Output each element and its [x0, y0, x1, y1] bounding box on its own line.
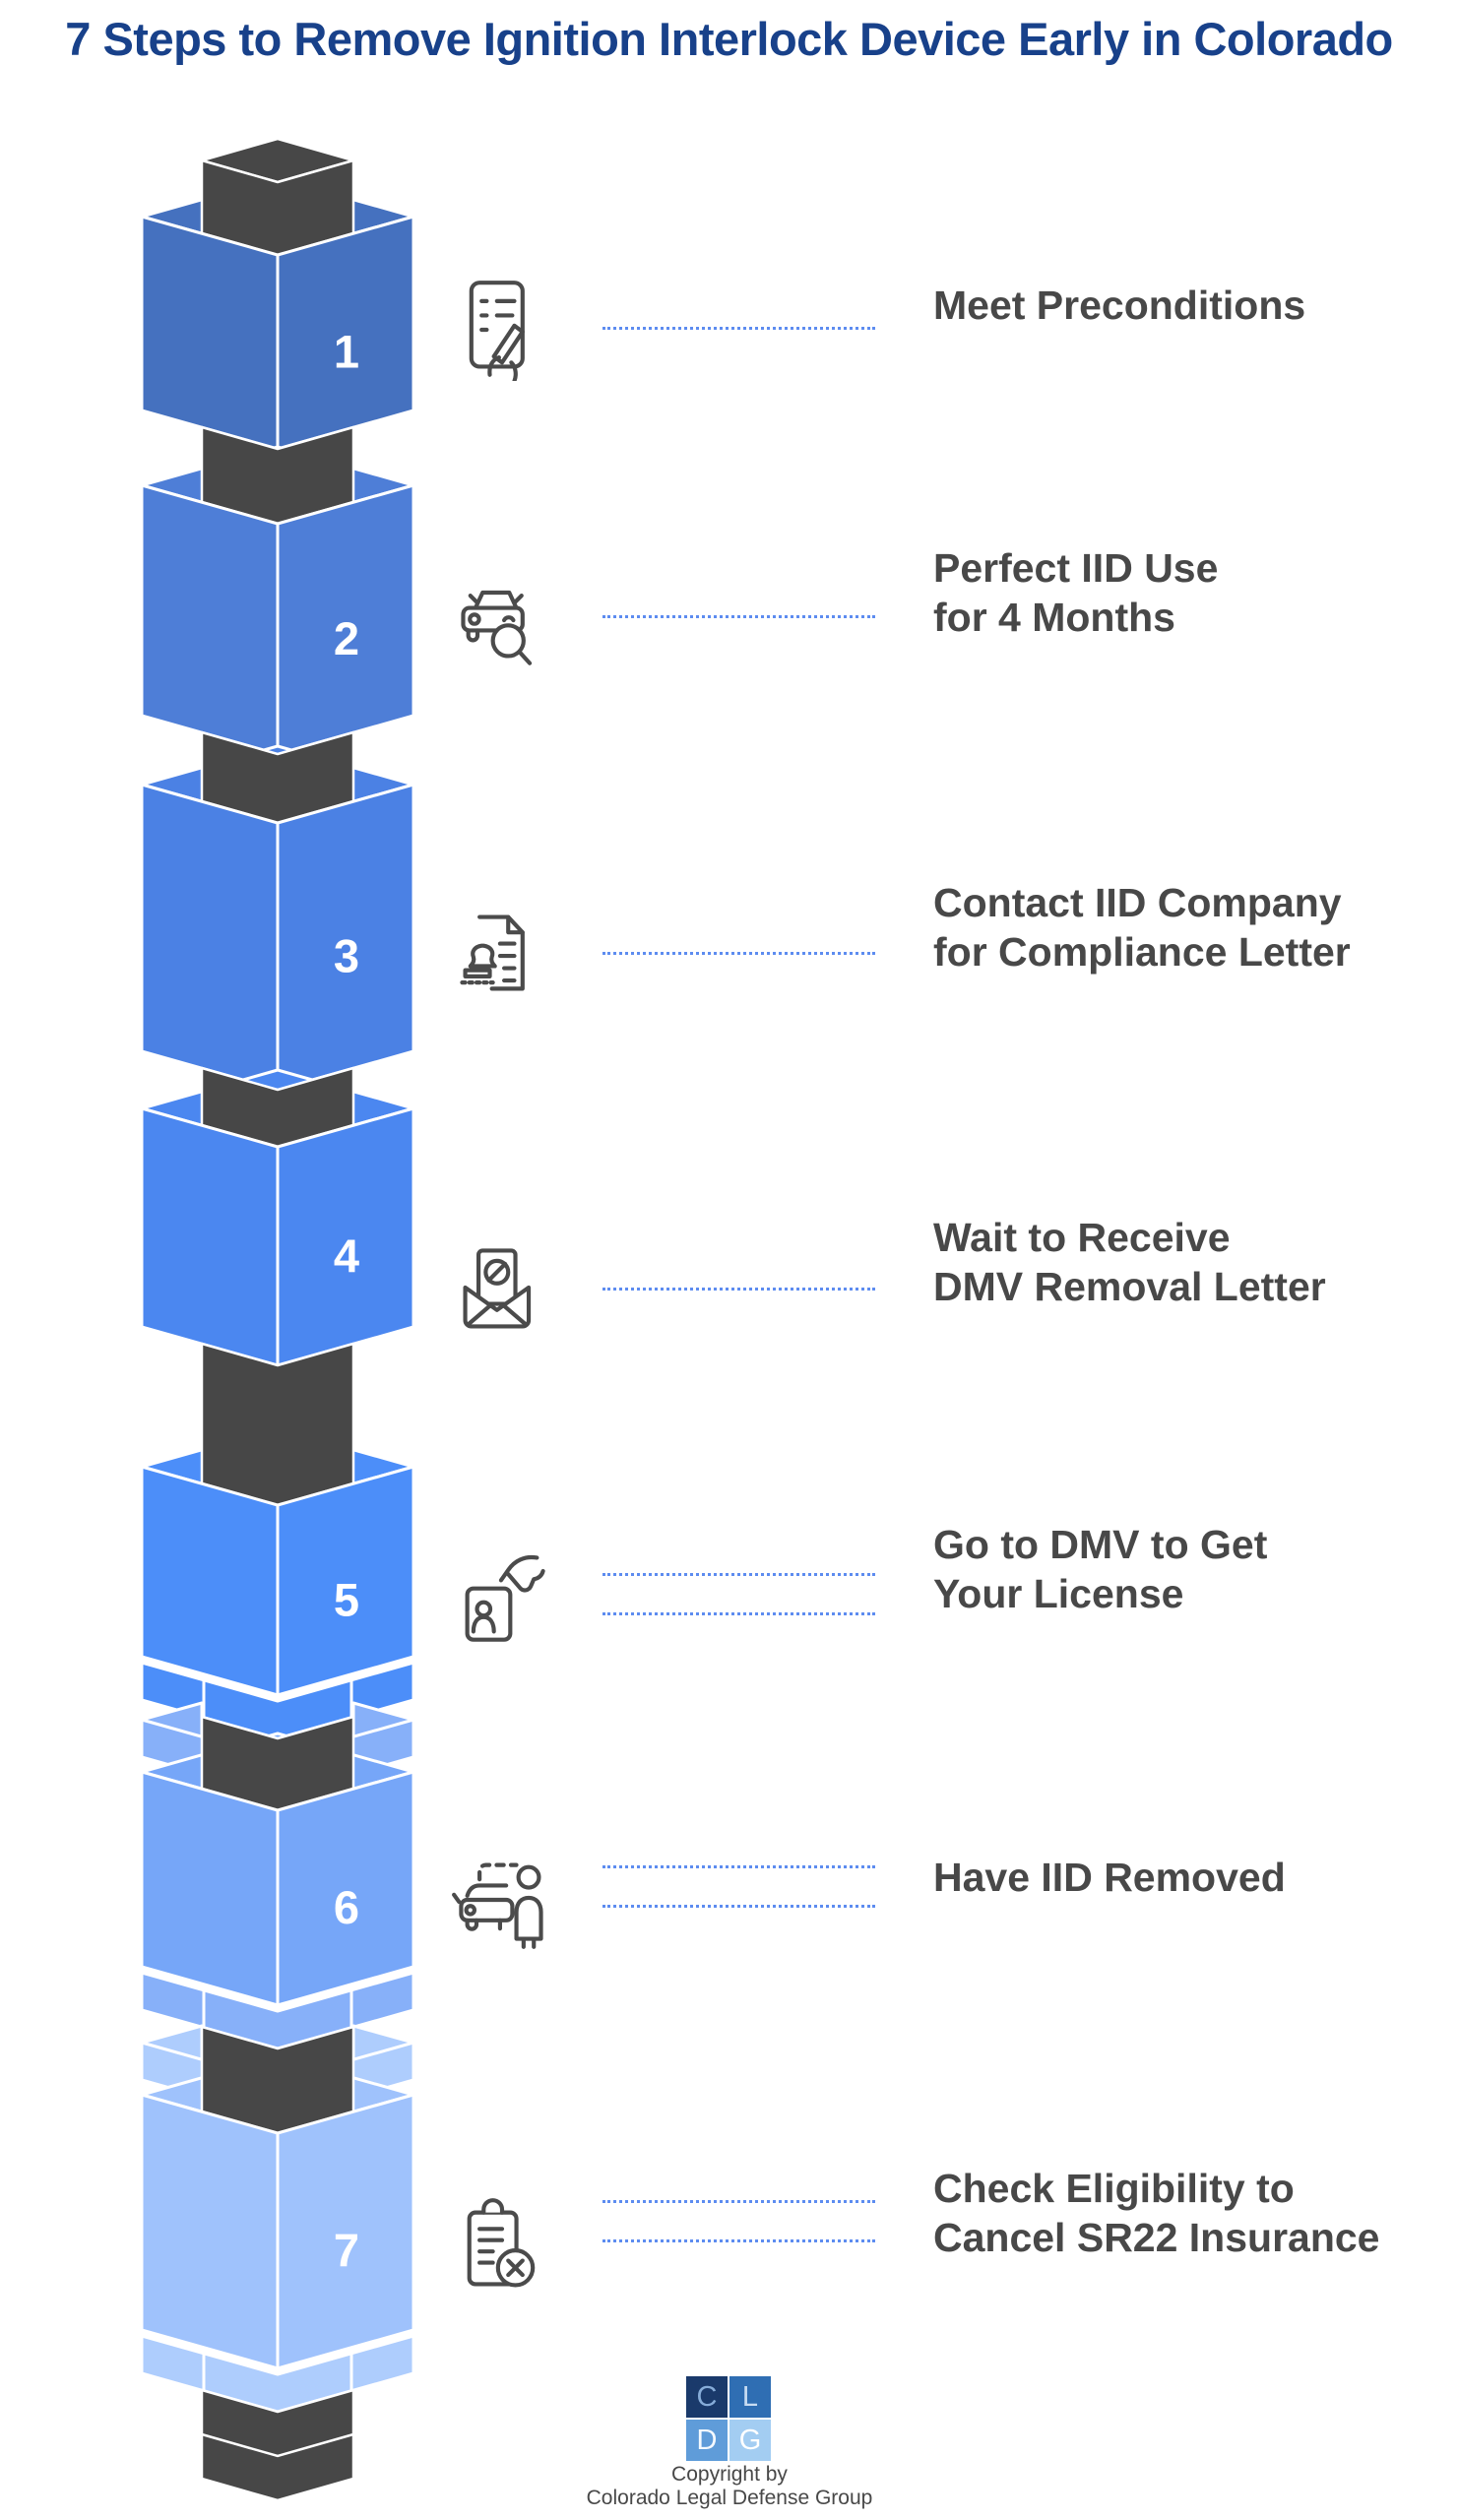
logo-square-g: G: [729, 2420, 771, 2461]
copyright-line1: Copyright by: [671, 2463, 788, 2486]
block-step-4: [140, 1066, 415, 1367]
block-step-2: [140, 425, 415, 756]
block-step-3: [140, 730, 415, 1092]
block-right-face: [276, 2093, 415, 2370]
step-number: 4: [334, 1229, 359, 1282]
dotted-leader-line: [602, 952, 875, 955]
step-number: 3: [334, 930, 359, 982]
block-left-face: [140, 1465, 280, 1697]
block-left-face: [140, 1770, 280, 2007]
step-label-line: Go to DMV to Get: [933, 1522, 1268, 1567]
document-stamp-icon: [451, 903, 553, 1005]
step-label: Meet Preconditions: [933, 281, 1305, 330]
logo-square-l: L: [729, 2376, 771, 2418]
hand-id-card-icon: [451, 1545, 553, 1648]
logo-square-c: C: [686, 2376, 728, 2418]
block-bottom-band: [140, 1661, 415, 1740]
step-label: Have IID Removed: [933, 1853, 1286, 1902]
dotted-leader-line: [602, 1612, 875, 1615]
step-label-line: Contact IID Company: [933, 880, 1342, 925]
car-mechanic-icon: [451, 1849, 553, 1951]
base-cube-body: [200, 2388, 355, 2502]
block-step-5: [140, 1342, 415, 1740]
dotted-leader-line: [602, 327, 875, 330]
step-tower-graphic: 1 2 3 4 5 6 7: [140, 137, 415, 2502]
clipboard-x-icon: [451, 2196, 553, 2299]
envelope-blocked-letter-icon: [451, 1238, 553, 1341]
base-cube-seam: [201, 2432, 354, 2458]
step-label-line: for 4 Months: [933, 595, 1175, 640]
step-number: 6: [334, 1881, 359, 1933]
step-label-line: Your License: [933, 1571, 1184, 1616]
step-label-line: Meet Preconditions: [933, 283, 1306, 328]
base-cube: [200, 2388, 355, 2502]
step-label-line: Perfect IID Use: [933, 545, 1219, 591]
dotted-leader-line: [602, 1865, 875, 1868]
block-left-face: [140, 483, 280, 756]
block-bottom-band: [140, 1971, 415, 2050]
step-label-line: Have IID Removed: [933, 1855, 1286, 1900]
dotted-leader-line: [602, 2239, 875, 2242]
dotted-leader-line: [602, 615, 875, 618]
page-title: 7 Steps to Remove Ignition Interlock Dev…: [65, 13, 1393, 65]
step-label-line: Check Eligibility to: [933, 2166, 1295, 2211]
dotted-leader-line: [602, 2200, 875, 2203]
step-number: 1: [334, 326, 359, 378]
block-left-face: [140, 2093, 280, 2370]
logo-square-d: D: [686, 2420, 728, 2461]
block-right-face: [276, 1465, 415, 1697]
block-step-1: [140, 137, 415, 451]
dotted-leader-line: [602, 1288, 875, 1291]
block-bottom-band: [140, 2334, 415, 2414]
block-left-face: [140, 215, 280, 451]
block-left-face: [140, 1106, 280, 1367]
block-left-face: [140, 783, 280, 1092]
step-label-line: DMV Removal Letter: [933, 1264, 1326, 1309]
block-step-7: [140, 2024, 415, 2414]
dotted-leader-line: [602, 1905, 875, 1908]
dotted-leader-line: [602, 1573, 875, 1576]
connector-cube: [200, 1342, 355, 1507]
checklist-pen-icon: [451, 279, 553, 384]
step-label-line: for Compliance Letter: [933, 929, 1351, 975]
step-number: 7: [334, 2225, 359, 2277]
block-right-face: [276, 1770, 415, 2007]
step-number: 5: [334, 1574, 359, 1626]
step-number: 2: [334, 612, 359, 664]
copyright-line2: Colorado Legal Defense Group: [586, 2487, 873, 2509]
step-label-line: Wait to Receive: [933, 1215, 1231, 1260]
step-label-line: Cancel SR22 Insurance: [933, 2215, 1380, 2260]
copyright: Copyright by Colorado Legal Defense Grou…: [434, 2463, 1025, 2510]
block-step-6: [140, 1701, 415, 2050]
car-magnifier-icon: [451, 567, 553, 669]
